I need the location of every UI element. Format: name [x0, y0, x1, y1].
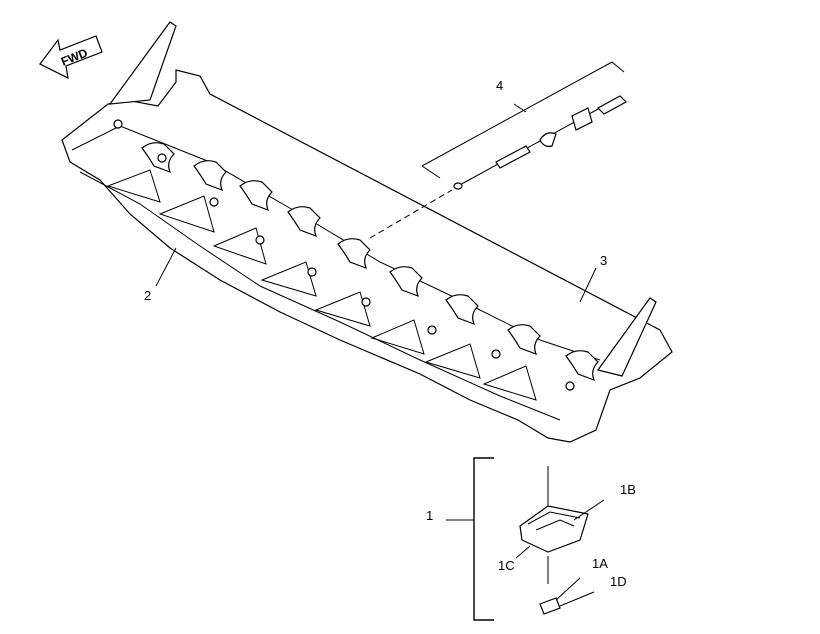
callout-3: 3: [600, 253, 607, 268]
seat-track-rail: [61, 21, 673, 443]
leader-2: [155, 247, 177, 287]
callout-1D: 1D: [610, 574, 627, 589]
callout-1C: 1C: [498, 558, 515, 573]
callout-1: 1: [426, 508, 433, 523]
callout-1A: 1A: [592, 556, 608, 571]
light-housing-assembly: [446, 457, 605, 621]
callout-1B: 1B: [620, 482, 636, 497]
leader-3: [579, 267, 597, 303]
callout-2: 2: [144, 288, 151, 303]
bolt-kit: [369, 61, 627, 239]
fwd-arrow-icon: FWD: [39, 35, 103, 80]
callout-4: 4: [496, 78, 503, 93]
